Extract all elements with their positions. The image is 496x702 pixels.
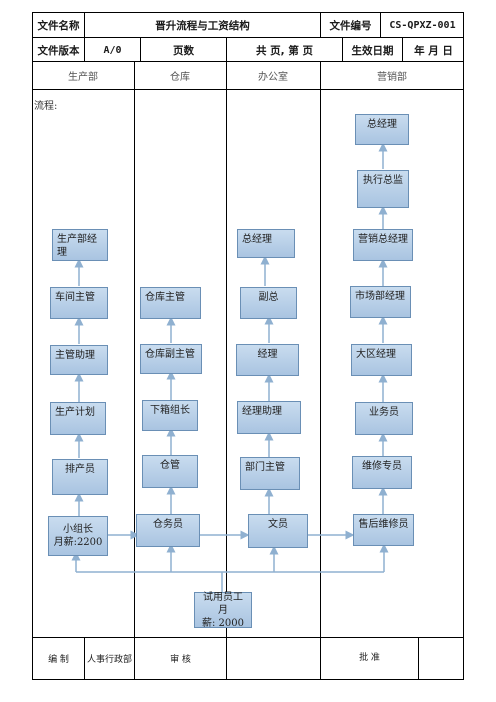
dept-warehouse: 仓库 bbox=[170, 72, 190, 83]
box-aftersales-repair: 售后维修员 bbox=[353, 514, 414, 546]
column-divider bbox=[226, 90, 227, 638]
box-scheduler: 排产员 bbox=[52, 459, 108, 495]
trial-line-1: 试用员工 月 bbox=[203, 591, 243, 616]
box-warehouse-deputy: 仓库副主管 bbox=[140, 344, 202, 374]
pages-value: 共 页, 第 页 bbox=[227, 38, 343, 62]
box-office-manager: 经理 bbox=[236, 344, 299, 376]
compile-label: 编 制 bbox=[33, 638, 85, 679]
box-deputy-gm: 副总 bbox=[240, 287, 297, 319]
column-divider bbox=[226, 62, 227, 90]
box-warehouse-keeper: 仓管 bbox=[142, 455, 198, 488]
flow-area bbox=[32, 90, 464, 638]
box-production-manager: 生产部经理 bbox=[52, 229, 108, 261]
file-name-label: 文件名称 bbox=[33, 13, 85, 38]
version-value: A/0 bbox=[85, 38, 141, 62]
box-marketing-manager: 市场部经理 bbox=[350, 286, 411, 318]
approve-value bbox=[419, 638, 464, 679]
file-no-value: CS-QPXZ-001 bbox=[381, 13, 464, 38]
box-team-leader: 小组长 月薪:2200 bbox=[48, 516, 108, 556]
box-supervisor-assistant: 主管助理 bbox=[50, 345, 108, 375]
trial-line-2: 薪: 2000 bbox=[202, 617, 244, 629]
file-no-label: 文件编号 bbox=[321, 13, 381, 38]
column-divider bbox=[320, 90, 321, 638]
box-clerk: 文员 bbox=[248, 514, 308, 548]
header-table: 文件名称 晋升流程与工资结构 文件编号 CS-QPXZ-001 文件版本 A/0… bbox=[32, 12, 464, 62]
dept-production: 生产部 bbox=[68, 72, 98, 83]
review-value bbox=[227, 638, 321, 679]
team-leader-salary: 月薪:2200 bbox=[53, 537, 103, 548]
approve-label: 批 准 bbox=[321, 638, 419, 679]
file-name-value: 晋升流程与工资结构 bbox=[85, 13, 321, 38]
box-marketing-gm: 营销总经理 bbox=[353, 229, 413, 261]
version-label: 文件版本 bbox=[33, 38, 85, 62]
column-divider bbox=[320, 62, 321, 90]
box-production-plan: 生产计划 bbox=[50, 402, 106, 435]
box-maintenance-specialist: 维修专员 bbox=[352, 456, 412, 489]
column-divider bbox=[134, 62, 135, 90]
box-warehouse-supervisor: 仓库主管 bbox=[140, 287, 201, 319]
box-executive-director: 执行总监 bbox=[357, 170, 409, 208]
box-office-gm: 总经理 bbox=[237, 229, 295, 258]
box-packing-leader: 下箱组长 bbox=[142, 400, 198, 431]
flow-label: 流程: bbox=[34, 101, 58, 112]
box-warehouse-clerk: 仓务员 bbox=[136, 514, 200, 547]
dept-sales: 营销部 bbox=[377, 72, 407, 83]
dept-office: 办公室 bbox=[258, 72, 288, 83]
box-manager-assistant: 经理助理 bbox=[237, 401, 301, 434]
box-regional-manager: 大区经理 bbox=[351, 344, 412, 376]
box-department-supervisor: 部门主管 bbox=[240, 457, 300, 490]
effective-date-label: 生效日期 bbox=[343, 38, 403, 62]
pages-label: 页数 bbox=[141, 38, 227, 62]
box-sales-gm: 总经理 bbox=[355, 114, 409, 145]
team-leader-title: 小组长 bbox=[63, 524, 93, 535]
column-divider bbox=[134, 90, 135, 638]
effective-date-value: 年 月 日 bbox=[414, 44, 453, 57]
review-label: 审 核 bbox=[135, 638, 227, 679]
compile-value: 人事行政部 bbox=[85, 638, 135, 679]
box-workshop-supervisor: 车间主管 bbox=[50, 287, 108, 319]
footer-table: 编 制 人事行政部 审 核 批 准 bbox=[32, 638, 464, 680]
department-row bbox=[32, 62, 464, 90]
box-salesperson: 业务员 bbox=[355, 402, 413, 435]
box-trial-employee: 试用员工 月 薪: 2000 bbox=[194, 591, 252, 629]
